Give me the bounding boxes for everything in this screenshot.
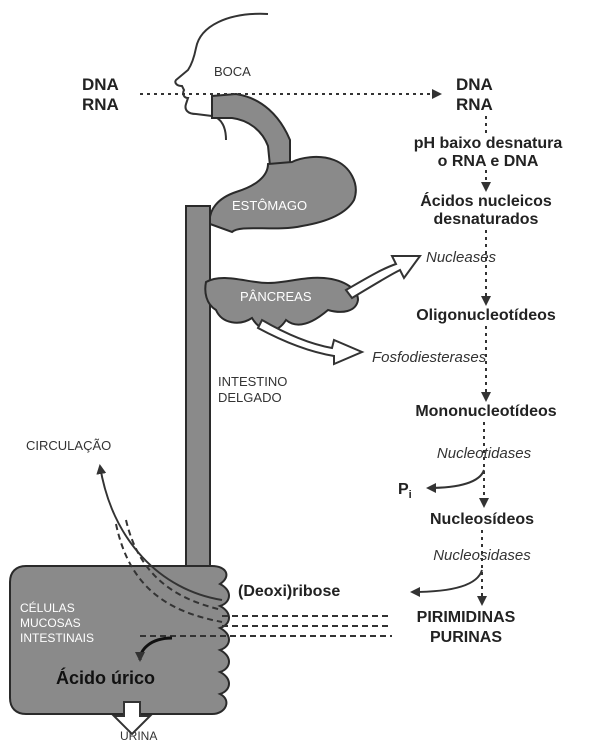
- right-rna-label: RNA: [456, 95, 493, 114]
- fosfo-label: Fosfodiesterases: [372, 349, 487, 366]
- pancreas: [205, 278, 358, 331]
- right-dna-label: DNA: [456, 75, 493, 94]
- oligo-label: Oligonucleotídeos: [416, 307, 556, 324]
- purinas-label: PURINAS: [430, 629, 502, 646]
- pancreas-to-fosfo-arrow: [258, 320, 362, 364]
- esophagus: [212, 94, 290, 166]
- urina-label: URINA: [120, 729, 157, 743]
- ph-label-line2: o RNA e DNA: [438, 153, 539, 170]
- acidos-label-line2: desnaturados: [434, 211, 539, 228]
- stomach: [210, 157, 356, 232]
- pi-main: P: [398, 481, 409, 498]
- pi-label: Pi: [398, 481, 412, 501]
- left-rna-label: RNA: [82, 95, 119, 114]
- small-intestine-tube: [186, 206, 210, 570]
- boca-label: BOCA: [214, 64, 251, 79]
- intestino-label-line2: DELGADO: [218, 390, 282, 405]
- acidos-label-line1: Ácidos nucleicos: [420, 191, 552, 210]
- celulas-label-line2: MUCOSAS: [20, 616, 81, 630]
- ribose-release-arrow: [412, 570, 482, 592]
- circulacao-label: CIRCULAÇÃO: [26, 438, 111, 453]
- pi-release-arrow: [428, 470, 484, 488]
- mono-label: Mononucleotídeos: [415, 403, 556, 420]
- celulas-label-line3: INTESTINAIS: [20, 631, 94, 645]
- pi-subscript: i: [409, 489, 412, 501]
- estomago-label: ESTÔMAGO: [232, 198, 307, 213]
- nucleosideos-label: Nucleosídeos: [430, 511, 534, 528]
- ph-label-line1: pH baixo desnatura: [414, 135, 563, 152]
- nucleosidases-label: Nucleosidases: [433, 547, 531, 564]
- deoxiribose-label: (Deoxi)ribose: [238, 583, 340, 600]
- left-dna-label: DNA: [82, 75, 119, 94]
- pancreas-to-nucleases-arrow: [346, 256, 420, 298]
- celulas-label-line1: CÉLULAS: [20, 600, 75, 615]
- pirimidinas-label: PIRIMIDINAS: [417, 609, 516, 626]
- intestino-label-line1: INTESTINO: [218, 374, 287, 389]
- pancreas-label: PÂNCREAS: [240, 289, 312, 304]
- acido-urico-label: Ácido úrico: [56, 667, 155, 688]
